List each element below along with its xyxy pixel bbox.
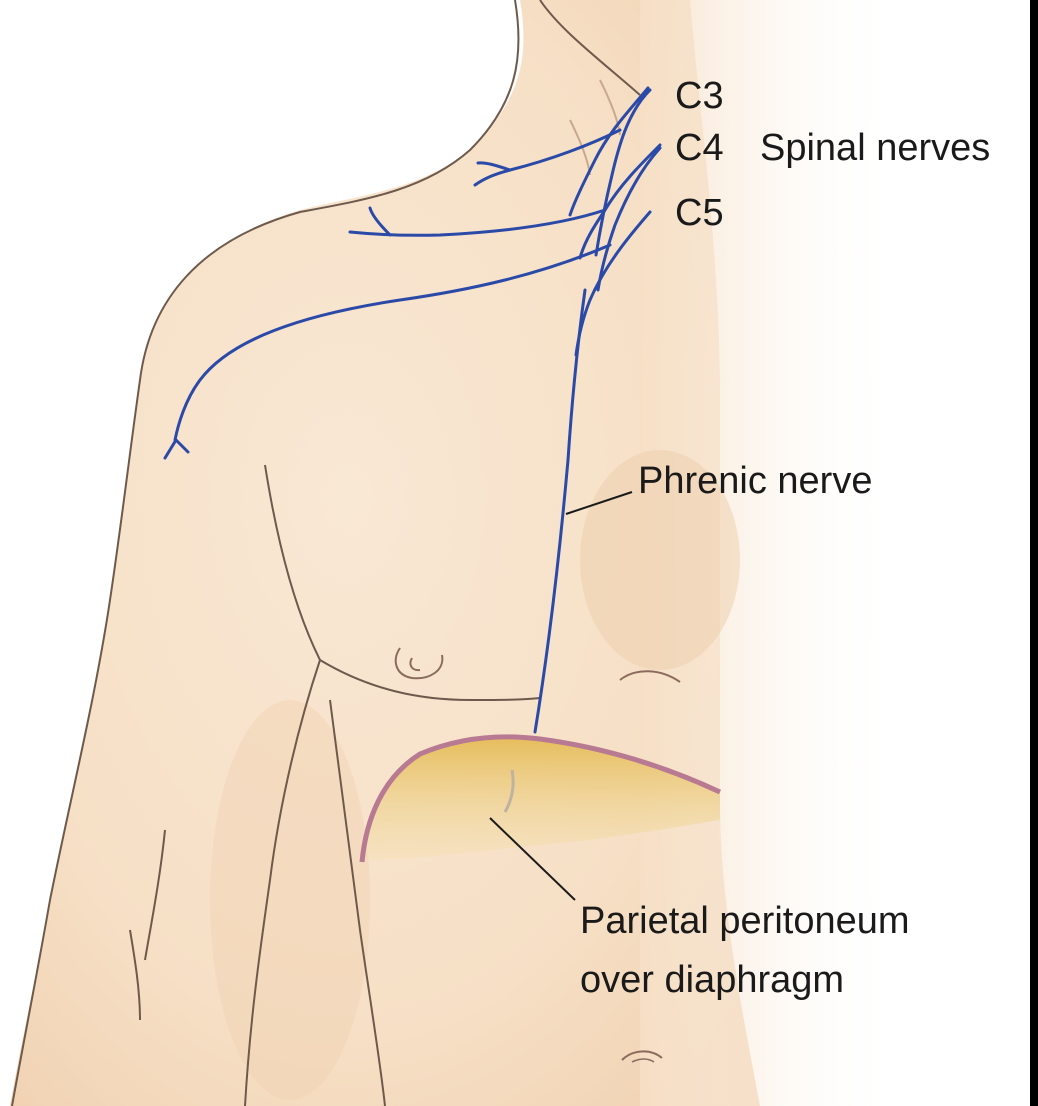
label-c5: C5	[675, 192, 724, 234]
navel-inner	[631, 1058, 655, 1063]
c3-root	[568, 86, 650, 217]
right-nipple	[619, 670, 681, 683]
nerves	[163, 86, 662, 734]
arm-branch	[173, 243, 612, 442]
label-phrenic-nerve: Phrenic nerve	[638, 460, 872, 502]
peritoneum-crease	[503, 769, 515, 813]
label-parietal-line1: Parietal peritoneum	[580, 900, 910, 942]
phrenic-leader	[565, 491, 633, 515]
middle-branch	[348, 208, 607, 237]
chest-shadow	[580, 450, 740, 670]
label-parietal-line2: over diaphragm	[580, 959, 844, 1001]
peritoneum-fill	[360, 737, 720, 860]
side-shadow	[210, 700, 370, 1100]
nipple	[394, 647, 444, 680]
label-c4: C4	[675, 127, 724, 169]
navel	[621, 1050, 663, 1061]
leader-lines	[489, 491, 633, 901]
right-edge-bar	[1030, 0, 1038, 1106]
peritoneum-leader	[489, 817, 576, 901]
upper-branch	[473, 128, 622, 187]
label-spinal-nerves: Spinal nerves	[760, 127, 990, 169]
phrenic-nerve	[533, 288, 587, 734]
body-outlines	[11, 0, 641, 1106]
peritoneum-edge	[359, 734, 722, 863]
label-c3: C3	[675, 75, 724, 117]
